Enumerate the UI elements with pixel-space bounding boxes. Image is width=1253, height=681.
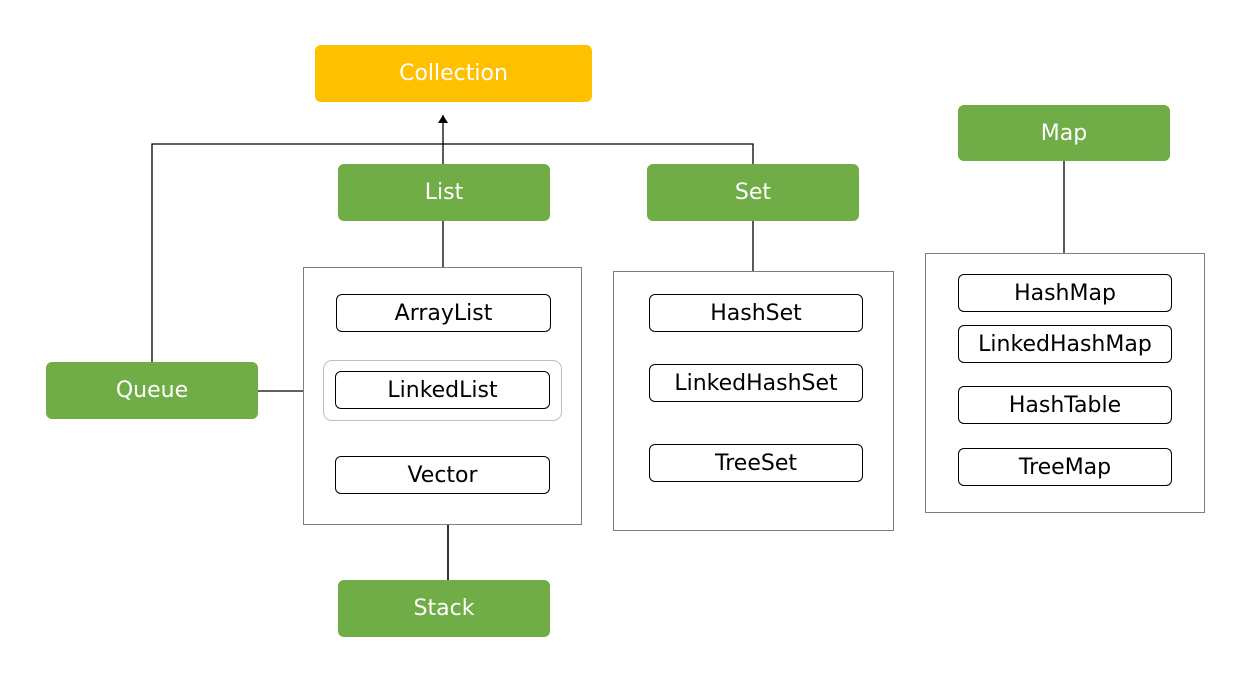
list-node: List <box>338 164 550 221</box>
map-node: Map <box>958 105 1170 161</box>
linkedhashmap-box: LinkedHashMap <box>958 325 1172 363</box>
hashmap-box: HashMap <box>958 274 1172 312</box>
hashtable-box: HashTable <box>958 386 1172 424</box>
treemap-box: TreeMap <box>958 448 1172 486</box>
vector-box: Vector <box>335 456 550 494</box>
linkedhashset-box: LinkedHashSet <box>649 364 863 402</box>
hashset-box: HashSet <box>649 294 863 332</box>
collection-node: Collection <box>315 45 592 102</box>
linkedlist-highlight <box>323 360 562 421</box>
edge-queue-set-bus <box>151 143 754 362</box>
queue-node: Queue <box>46 362 258 419</box>
stack-node: Stack <box>338 580 550 637</box>
set-node: Set <box>647 164 859 221</box>
linkedlist-box: LinkedList <box>335 371 550 409</box>
arraylist-box: ArrayList <box>336 294 551 332</box>
treeset-box: TreeSet <box>649 444 863 482</box>
